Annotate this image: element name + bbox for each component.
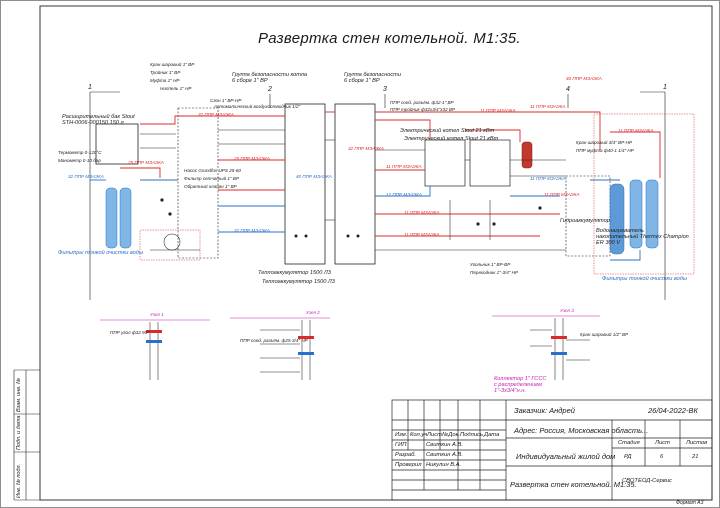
pipe-tag-red: 11 ППР МЗАЭКА [404, 210, 440, 215]
pipe-tag-red: 25 ППР МЗАЭКА [234, 156, 270, 161]
stamp-sheet-title: Развертка стен котельной. М1:35. [510, 480, 637, 489]
fitting-note: ППР муфта ф40-1 1/4" НР [576, 148, 634, 153]
side-label-inv: Инв. № подл. [16, 463, 22, 498]
stamp-role: ГИП [395, 442, 407, 448]
fitting-note: Фильтр сетчатый 1" ВР [184, 176, 240, 181]
stamp-format: Формат А3 [676, 500, 704, 506]
fitting-note: Сгон 1" ВР-НР [210, 98, 242, 103]
stamp-customer: Заказчик: Андрей [514, 406, 575, 415]
fitting-note: Угольник 1" ВР-ВР [470, 262, 511, 267]
unit-2-label: Узел 2 [306, 310, 320, 315]
pipe-tag-red: 25 ППР МЗАЭКА [128, 160, 164, 165]
pipe-tag-blue: 40 ППР МЗАЭКА [296, 174, 332, 179]
filters-right-label: Фильтры тонкой очистки воды [602, 276, 687, 282]
pipe-tag-red: 11 ППР МЗАЭКА [618, 128, 654, 133]
stamp-object: Индивидуальный жилой дом [516, 452, 616, 461]
unit-1-label: Узел 1 [150, 312, 164, 317]
unit-3-label: Узел 3 [560, 308, 574, 313]
fitting-note: Ниппель 1" НР [160, 86, 192, 91]
stamp-date-code: 26/04-2022-ВК [648, 406, 698, 415]
pipe-tag-red: 11 ППР МЗАЭКА [530, 104, 566, 109]
stamp-sheets-header: Листов [686, 440, 708, 446]
marker-4: 4 [566, 86, 570, 93]
stamp-sheets-value: 21 [692, 454, 699, 460]
stamp-address: Адрес: Россия, Московская область... [514, 426, 649, 435]
stamp-sheet-value: 6 [660, 454, 664, 460]
heat-accumulator-2-label: Теплоаккумулятор 1500 Л3 [262, 279, 335, 285]
stamp-role: Проверил [395, 462, 422, 468]
marker-1-left: 1 [88, 84, 92, 91]
marker-3: 3 [383, 86, 387, 93]
fitting-note: ППР соед. разъём. ф25-3/4" НР [240, 338, 308, 343]
stamp-name: Никулин В.А. [426, 462, 462, 468]
fitting-note: Автоматический воздухоотводчик 1/2" [214, 104, 301, 109]
side-label-replace: Взам. инв. № [16, 377, 22, 412]
stamp-col-kol: Кол.уч [410, 432, 428, 438]
filters-left-label: Фильтры тонкой очистки воды [58, 250, 143, 256]
side-label-sign: Подп. и дата [16, 415, 22, 450]
pipe-tag-blue: 32 ППР МЗАЭКА [68, 174, 104, 179]
stamp-name: Свиткин А.В. [426, 442, 463, 448]
fitting-note: Тройник 1" ВР [150, 70, 181, 75]
marker-2: 2 [268, 86, 272, 93]
fitting-note: Переходник 1"-3/4" НР [470, 270, 519, 275]
fitting-note: Муфта 1" НР [150, 78, 180, 83]
stamp-sheet-header: Лист [655, 440, 670, 446]
stamp-col-izm: Изм. [395, 432, 408, 438]
marker-1-right: 1 [663, 84, 667, 91]
collector-label: Коллектор 1" ГССС с распределением 1"-3х… [494, 376, 547, 395]
boiler-1-label: Электрический котел Stout 21 кВт [400, 128, 495, 134]
fitting-note: Кран шаровый 3/4" ВР-НР [576, 140, 633, 145]
pipe-tag-red: 11 ППР МЗАЭКА [544, 192, 580, 197]
stamp-col-doc: №Док. [442, 432, 460, 438]
stamp-company: СВОТЕОД-Сервис [622, 478, 672, 484]
page-title: Развертка стен котельной. М1:35. [258, 30, 521, 47]
pipe-tag-blue: 11 ППР МЗАЭКА [530, 176, 566, 181]
fitting-note: ППР тройник ф32х3/4"х32 ВР [390, 107, 456, 112]
stamp-col-date: Дата [484, 432, 500, 438]
fitting-note: Термометр 0-120°С [58, 150, 102, 155]
fitting-note: Манометр 0-10 бар [58, 158, 101, 163]
expansion-tank-label: Расширительный бак Stout STH-0006-000150… [62, 114, 135, 127]
pipe-tag-blue: 12 ППР МЗАЭКА [386, 192, 422, 197]
pipe-tag-red: 32 ППР МЗАЭКА [348, 146, 384, 151]
stamp-role: Разраб. [395, 452, 416, 458]
fitting-note: Кран шаровый 1/2" ВР [580, 332, 629, 337]
pipe-tag-blue: 32 ППР МЗАЭКА [234, 228, 270, 233]
safety-group-1-label: Группа безопасности котла 6 сборе 1" ВР [232, 72, 308, 85]
pipe-tag-red: 40 ППР МЗАЭКА [566, 76, 602, 81]
heat-accumulator-1-label: Теплоаккумулятор 1500 Л3 [258, 270, 331, 276]
fitting-note: Кран шаровый 1" ВР [150, 62, 195, 67]
hydro-tank-label: Гидроаккумулятор [560, 218, 610, 224]
stamp-col-list: Лист [427, 432, 442, 438]
stamp-stage-header: Стадия [618, 440, 640, 446]
stamp-name: Свиткин А.В. [426, 452, 463, 458]
fitting-note: ППР угол ф32 90° [110, 330, 149, 335]
pipe-tag-red: 32 ППР МЗАЭКА [198, 112, 234, 117]
fitting-note: Обратный клапан 1" ВР [184, 184, 237, 189]
stamp-col-sign: Подпись [460, 432, 483, 438]
stamp-stage-value: РД [624, 454, 632, 460]
safety-group-2-label: Группа безопасности 6 сборе 1" ВР [344, 72, 401, 85]
water-heater-label: Водонагреватель накопительный Thermex Ch… [596, 228, 689, 247]
boiler-2-label: Электрический котел Stout 21 кВт [404, 136, 499, 142]
pipe-tag-red: 11 ППР МЗАЭКА [386, 164, 422, 169]
fitting-note: ППР соед. разъём. ф32-1" ВР [390, 100, 454, 105]
fitting-note: Насос Grundfos UPS 25-60 [184, 168, 241, 173]
pipe-tag-red: 11 ППР МЗАЭКА [404, 232, 440, 237]
pipe-tag-red: 11 ППР МЗАЭКА [480, 108, 516, 113]
